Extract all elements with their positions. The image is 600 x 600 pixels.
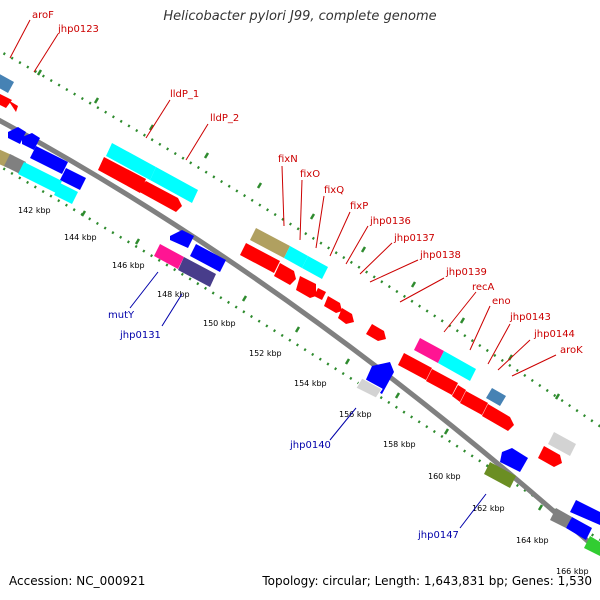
kbp-label: 158 kbp xyxy=(383,440,416,449)
gene-block xyxy=(178,257,216,287)
gene-block xyxy=(338,308,354,324)
gene-label-jhp0147: jhp0147 xyxy=(417,530,459,541)
gene-blocks xyxy=(0,74,600,556)
gene-label-aroK: aroK xyxy=(560,345,583,356)
kbp-label: 154 kbp xyxy=(294,379,327,388)
gene-block xyxy=(355,377,383,399)
gene-label-lldP_1: lldP_1 xyxy=(170,89,199,100)
gene-block xyxy=(366,324,386,341)
gene-block xyxy=(566,517,592,540)
gene-block xyxy=(154,244,184,269)
gene-block xyxy=(296,276,316,298)
gene-block xyxy=(284,246,308,268)
gene-block xyxy=(538,446,562,467)
gene-label-jhp0144: jhp0144 xyxy=(533,329,575,340)
gene-block xyxy=(274,263,296,285)
gene-block xyxy=(548,432,576,456)
gene-block xyxy=(150,167,198,203)
gene-block xyxy=(8,127,26,144)
gene-block xyxy=(22,133,40,150)
gene-labels: aroF jhp0123 lldP_1 lldP_2 fixN fixO fix… xyxy=(32,10,583,541)
gene-block xyxy=(438,351,476,381)
accession-text: Accession: NC_000921 xyxy=(9,574,146,588)
genome-backbone xyxy=(0,117,600,556)
gene-label-jhp0140: jhp0140 xyxy=(289,440,331,451)
gene-block xyxy=(136,181,182,212)
gene-block xyxy=(0,149,14,168)
gene-label-eno: eno xyxy=(492,296,511,307)
gene-block xyxy=(190,244,226,272)
gene-label-fixQ: fixQ xyxy=(324,185,344,196)
gene-label-jhp0136: jhp0136 xyxy=(369,216,411,227)
gene-block xyxy=(398,353,432,380)
gene-block xyxy=(0,94,12,108)
gene-label-mutY: mutY xyxy=(108,310,135,321)
gene-block xyxy=(460,391,488,415)
gene-block xyxy=(482,404,514,431)
gene-block xyxy=(426,369,458,395)
gene-label-fixP: fixP xyxy=(350,201,368,212)
gene-block xyxy=(0,74,14,93)
gene-label-fixO: fixO xyxy=(300,169,320,180)
kbp-label: 148 kbp xyxy=(157,290,190,299)
kbp-label: 164 kbp xyxy=(516,536,549,545)
gene-block xyxy=(486,388,506,406)
gene-block xyxy=(500,448,528,472)
kbp-label: 160 kbp xyxy=(428,472,461,481)
kbp-labels: 142 kbp 144 kbp 146 kbp 148 kbp 150 kbp … xyxy=(18,206,589,576)
kbp-label: 166 kbp xyxy=(556,567,589,576)
gene-label-jhp0139: jhp0139 xyxy=(445,267,487,278)
gene-block xyxy=(54,183,78,204)
kbp-label: 156 kbp xyxy=(339,410,372,419)
gene-label-jhp0123: jhp0123 xyxy=(57,24,99,35)
kbp-label: 162 kbp xyxy=(472,504,505,513)
gene-block xyxy=(550,508,572,528)
leader-lines xyxy=(9,19,557,529)
gene-label-lldP_2: lldP_2 xyxy=(210,113,239,124)
gene-label-jhp0131: jhp0131 xyxy=(119,330,161,341)
gene-block xyxy=(250,228,290,258)
gene-block xyxy=(8,100,18,112)
gene-block xyxy=(324,296,342,313)
outer-ticks xyxy=(36,69,561,400)
gene-block xyxy=(30,146,68,174)
gene-block xyxy=(414,338,444,363)
figure-title: Helicobacter pylori J99, complete genome xyxy=(163,9,437,24)
kbp-label: 142 kbp xyxy=(18,206,51,215)
gene-label-jhp0143: jhp0143 xyxy=(509,312,551,323)
kbp-label: 152 kbp xyxy=(249,349,282,358)
topology-text: Topology: circular; Length: 1,643,831 bp… xyxy=(262,574,592,588)
kbp-label: 150 kbp xyxy=(203,319,236,328)
gene-block xyxy=(18,162,62,193)
gene-label-aroF: aroF xyxy=(32,10,54,21)
gene-block xyxy=(240,243,280,273)
kbp-label: 144 kbp xyxy=(64,233,97,242)
gene-label-recA: recA xyxy=(472,282,495,293)
gene-block xyxy=(584,536,600,556)
gene-block xyxy=(98,157,146,193)
gene-block xyxy=(60,168,86,190)
gene-label-jhp0138: jhp0138 xyxy=(419,250,461,261)
gene-block xyxy=(570,500,600,525)
gene-block xyxy=(452,385,466,402)
gene-block xyxy=(302,256,328,279)
gene-label-fixN: fixN xyxy=(278,154,298,165)
gene-label-jhp0137: jhp0137 xyxy=(393,233,435,244)
gene-block xyxy=(484,462,516,488)
gene-block xyxy=(106,143,156,180)
gene-block xyxy=(314,288,326,300)
gene-block xyxy=(170,230,194,248)
kbp-label: 146 kbp xyxy=(112,261,145,270)
